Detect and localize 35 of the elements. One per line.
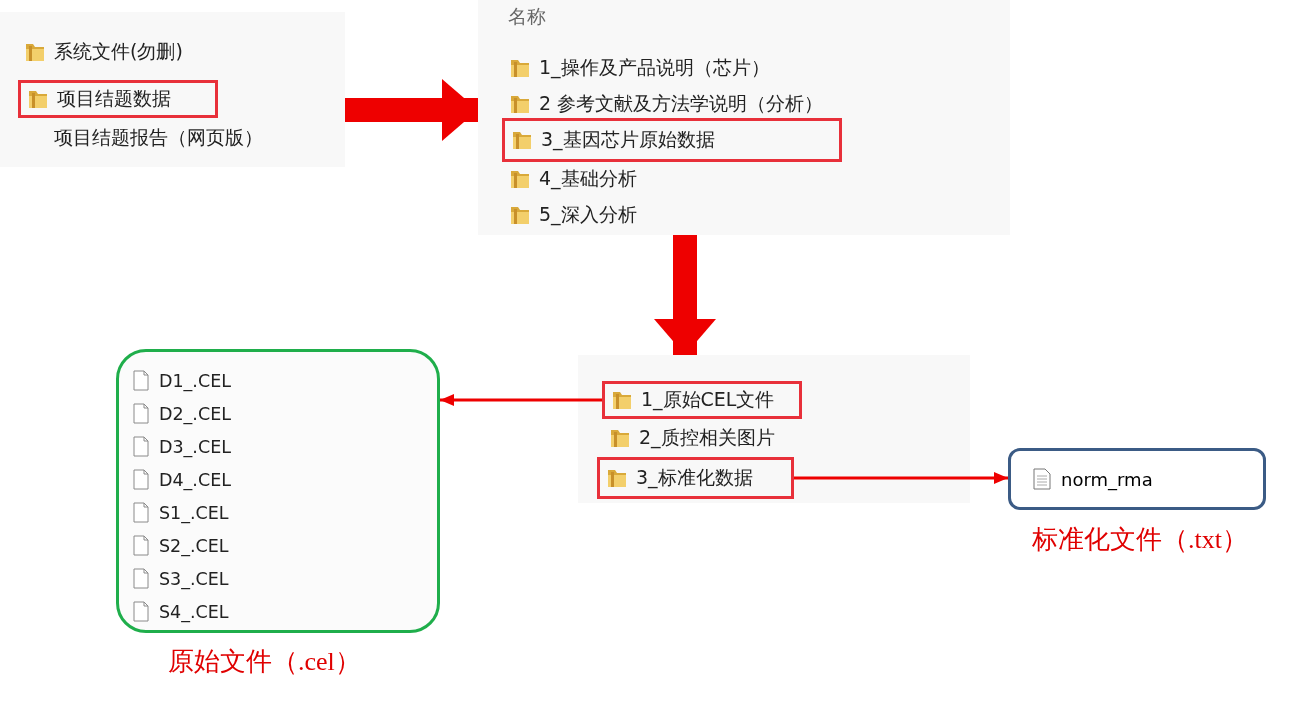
folder-panel	[578, 355, 970, 503]
file-name: D2_.CEL	[159, 403, 231, 424]
file-name: 1_操作及产品说明（芯片）	[539, 55, 770, 81]
folder-panel	[0, 12, 345, 167]
file-name: 3_标准化数据	[636, 465, 753, 491]
arrow	[345, 79, 478, 141]
folder-panel	[478, 0, 1010, 235]
file-name: S2_.CEL	[159, 535, 229, 556]
file-name: S3_.CEL	[159, 568, 229, 589]
file-name: D4_.CEL	[159, 469, 231, 490]
highlighted-file-row	[502, 118, 842, 162]
file-name: S1_.CEL	[159, 502, 229, 523]
file-name: 2 参考文献及方法学说明（分析）	[539, 91, 824, 116]
highlighted-file-row	[602, 381, 802, 419]
highlighted-file-row	[597, 457, 794, 499]
node-label: 原始文件（.cel）	[168, 646, 361, 678]
file-name: 项目结题数据	[57, 86, 171, 111]
file-name: 3_基因芯片原始数据	[541, 127, 715, 153]
arrow	[654, 235, 716, 355]
column-header: 名称	[508, 4, 546, 29]
file-name: 2_质控相关图片	[639, 425, 775, 451]
file-name: 1_原始CEL文件	[641, 387, 775, 413]
file-name: 4_基础分析	[539, 166, 637, 192]
highlighted-file-row	[18, 80, 218, 118]
file-list-box	[116, 349, 440, 633]
file-name: D3_.CEL	[159, 436, 231, 457]
file-name: 5_深入分析	[539, 202, 637, 228]
arrow	[440, 394, 602, 406]
file-name: norm_rma	[1061, 468, 1153, 490]
arrow	[794, 472, 1008, 484]
file-name: D1_.CEL	[159, 370, 231, 391]
file-name: 系统文件(勿删)	[54, 39, 183, 64]
node-label: 标准化文件（.txt）	[1032, 524, 1248, 556]
file-box	[1008, 448, 1266, 510]
file-name: S4_.CEL	[159, 601, 229, 622]
